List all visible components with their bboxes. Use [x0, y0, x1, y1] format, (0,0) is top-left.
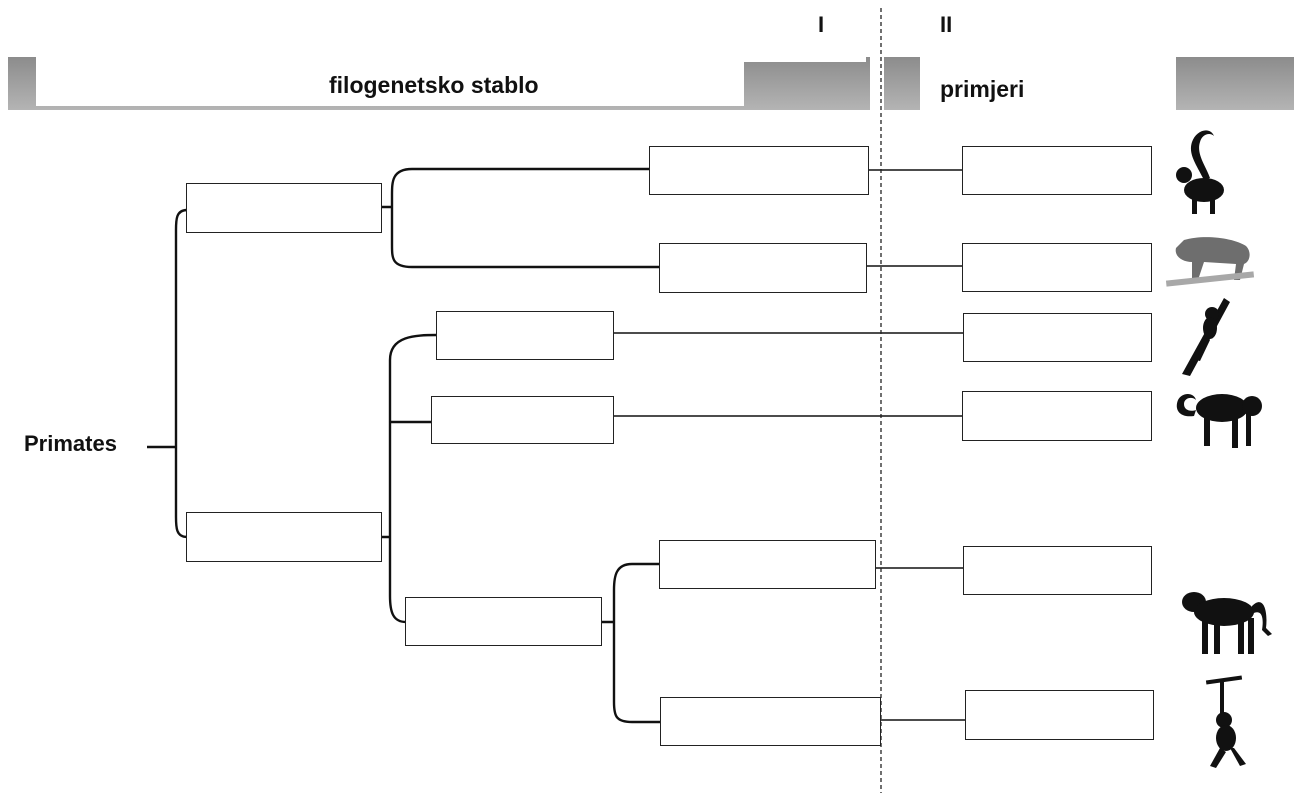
lemur-shape — [1176, 130, 1224, 214]
answer-box-tree-2[interactable] — [186, 512, 382, 562]
tarsier-silhouette-icon — [1182, 298, 1230, 376]
column-label-I: I — [818, 12, 825, 37]
loris-silhouette-icon — [1165, 237, 1255, 287]
lower-clade-split — [382, 333, 438, 624]
answer-box-tree-4[interactable] — [659, 243, 867, 293]
header-field-left — [36, 57, 744, 106]
answer-box-tree-3[interactable] — [649, 146, 869, 195]
root-label-primates: Primates — [24, 431, 117, 456]
answer-box-tree-9[interactable] — [660, 697, 881, 746]
answer-box-example-3[interactable] — [963, 313, 1152, 362]
answer-box-example-2[interactable] — [962, 243, 1152, 292]
header-field-right — [920, 57, 1176, 110]
tree-title: filogenetsko stablo — [329, 72, 539, 98]
lemur-silhouette-icon — [1176, 130, 1224, 214]
answer-box-tree-8[interactable] — [659, 540, 876, 589]
answer-box-example-5[interactable] — [963, 546, 1152, 595]
answer-box-example-6[interactable] — [965, 690, 1154, 740]
answer-box-tree-1[interactable] — [186, 183, 382, 233]
answer-box-tree-5[interactable] — [436, 311, 614, 360]
capuchin-shape — [1176, 394, 1262, 448]
examples-title: primjeri — [940, 76, 1025, 102]
baboon-shape — [1182, 592, 1272, 654]
baboon-silhouette-icon — [1182, 592, 1272, 654]
answer-box-example-1[interactable] — [962, 146, 1152, 195]
loris-shape — [1165, 237, 1255, 287]
catarrhine-split — [601, 562, 661, 724]
root-split — [174, 208, 188, 539]
tarsier-shape — [1182, 298, 1230, 376]
capuchin-monkey-silhouette-icon — [1176, 394, 1262, 448]
upper-clade-split — [382, 167, 660, 269]
gibbon-silhouette-icon — [1205, 675, 1246, 768]
answer-box-example-4[interactable] — [962, 391, 1152, 441]
gibbon-shape — [1205, 675, 1246, 768]
column-label-II: II — [940, 12, 953, 37]
answer-box-tree-6[interactable] — [431, 396, 614, 444]
answer-box-tree-7[interactable] — [405, 597, 602, 646]
